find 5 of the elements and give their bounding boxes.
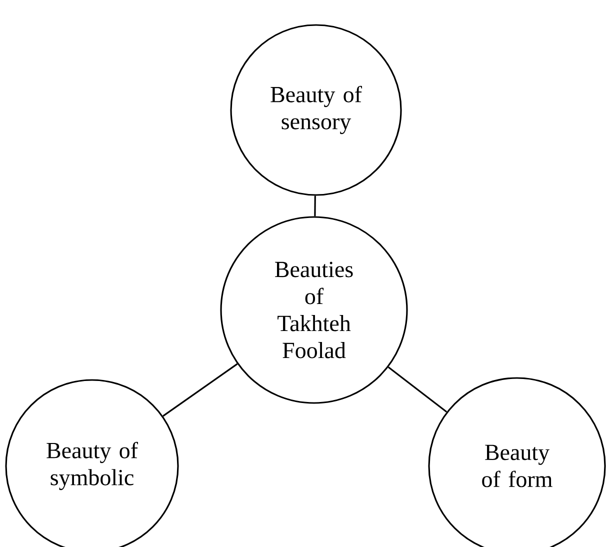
connector-line — [314, 196, 316, 216]
connector-line — [388, 366, 448, 413]
connector-line — [162, 363, 238, 417]
circle-node: Beauty of sensory — [230, 24, 402, 196]
circle-node: Beauties of Takhteh Foolad — [220, 216, 408, 404]
